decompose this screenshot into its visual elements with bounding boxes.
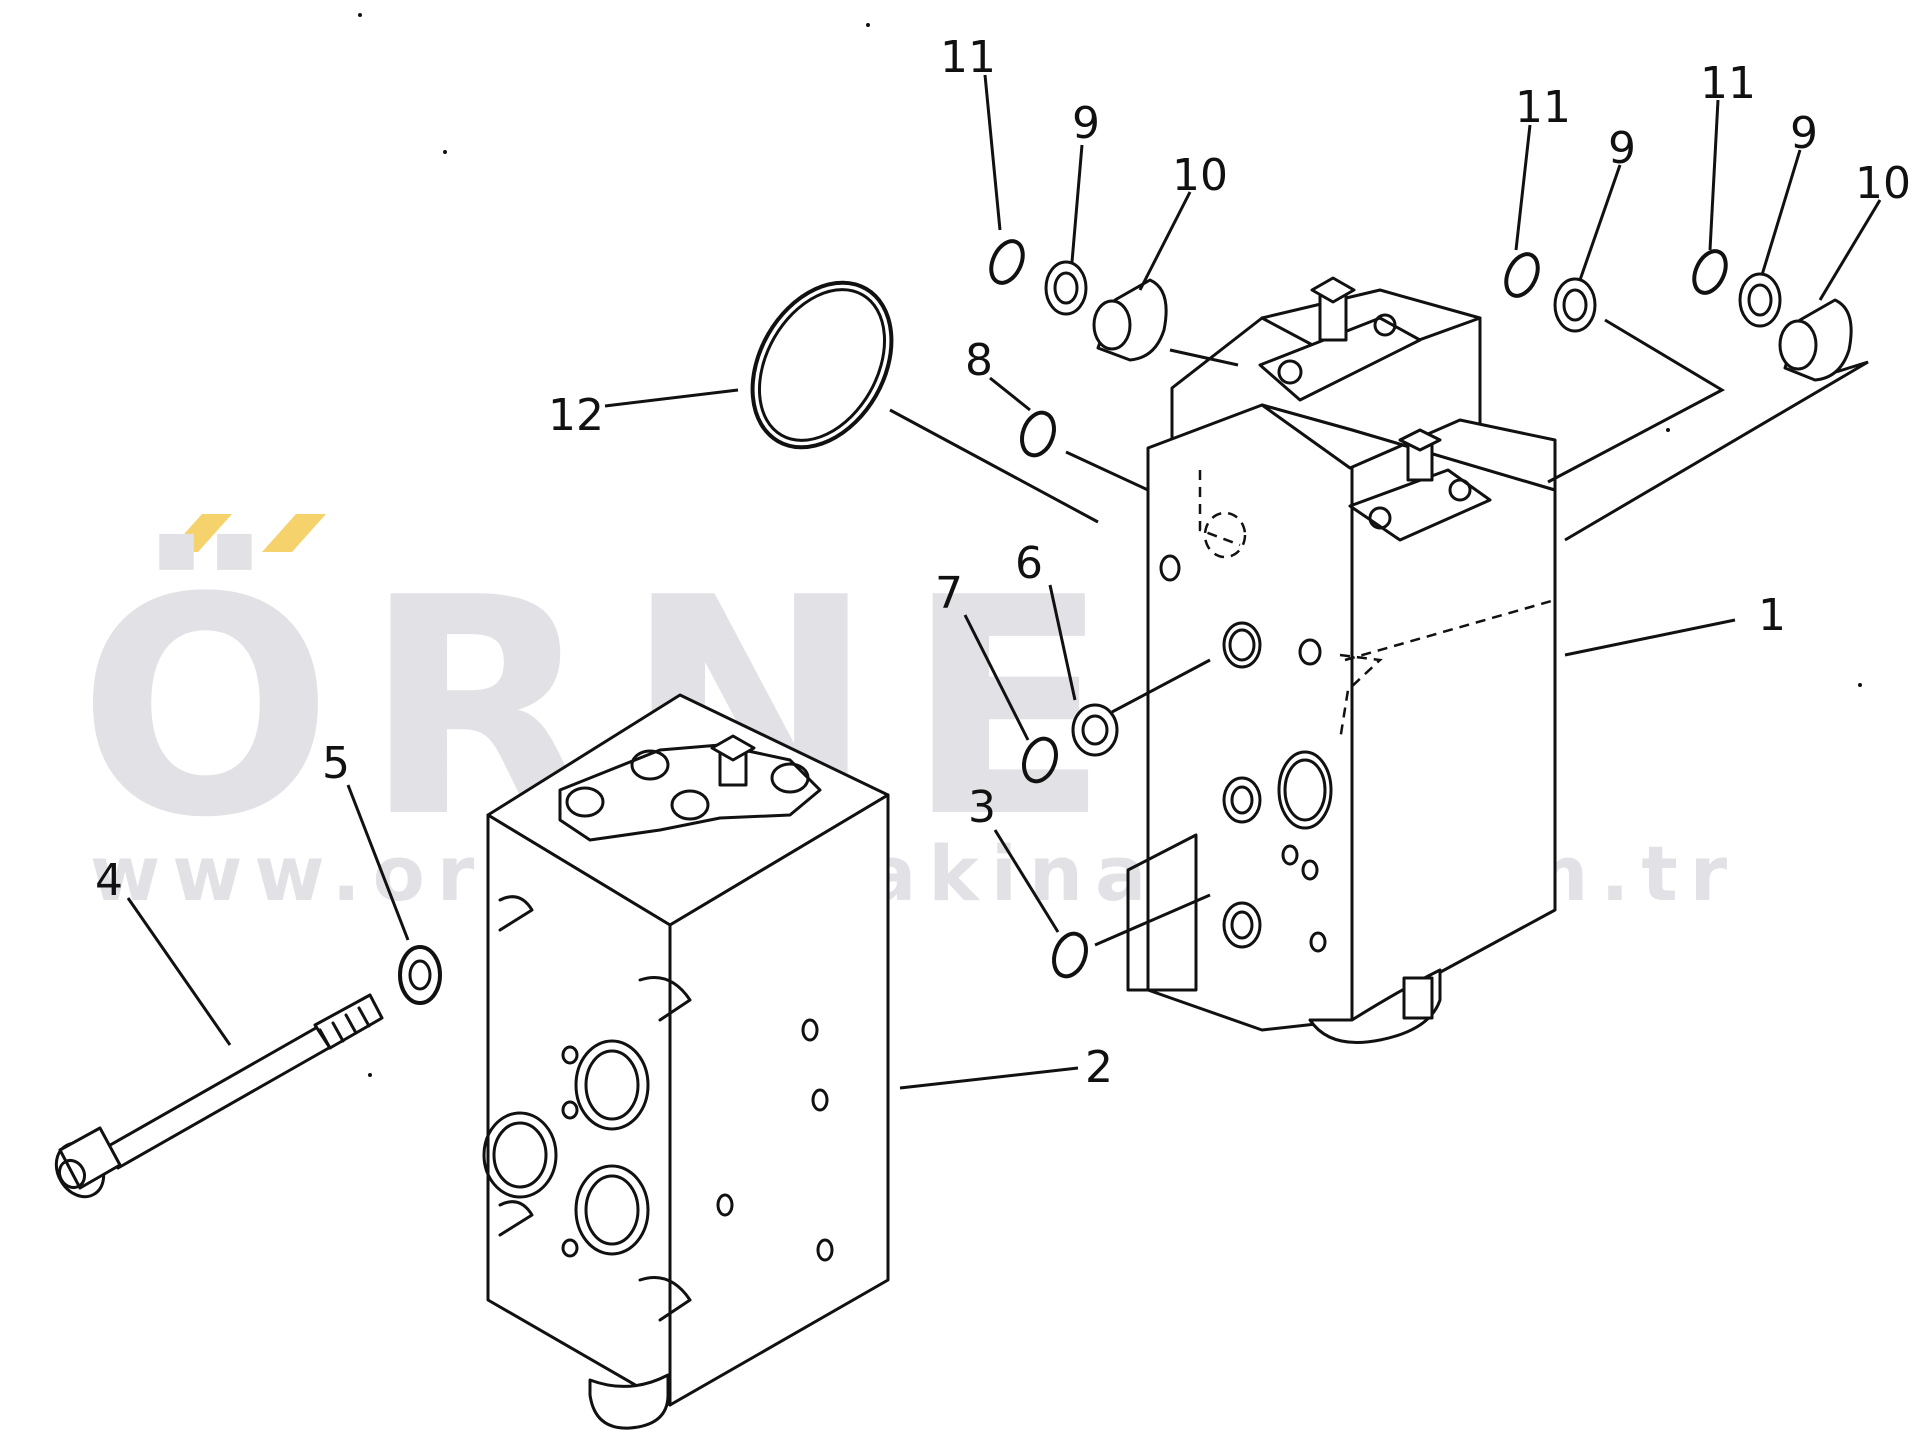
part-7-oring <box>1022 736 1058 784</box>
part-11-oring-a <box>989 239 1025 285</box>
callout-9-c: 9 <box>1790 108 1818 159</box>
callout-10-b: 10 <box>1855 158 1911 209</box>
watermark-umlaut-left <box>168 514 232 552</box>
part-1-valve-block <box>1126 276 1557 1044</box>
part-3-oring <box>1052 931 1088 979</box>
part-11-oring-c <box>1692 249 1728 295</box>
part-10-cap-b <box>1778 298 1853 382</box>
callout-11-a: 11 <box>940 32 996 83</box>
callout-labels: 11 9 10 11 9 11 9 10 8 12 6 7 1 3 5 4 2 <box>95 32 1911 1093</box>
callout-5: 5 <box>322 738 350 789</box>
callout-leaders <box>126 74 1882 1090</box>
callout-10-a: 10 <box>1172 150 1228 201</box>
part-2-valve-block <box>482 693 890 1430</box>
callout-12: 12 <box>548 390 604 441</box>
part-11-oring-b <box>1504 252 1540 298</box>
part-9-seal-c <box>1738 272 1782 328</box>
callout-9-a: 9 <box>1072 98 1100 149</box>
callout-6: 6 <box>1015 538 1043 589</box>
callout-2: 2 <box>1085 1042 1113 1093</box>
part-4-bolt <box>54 993 384 1199</box>
callout-8: 8 <box>965 335 993 386</box>
watermark-umlaut-right <box>262 514 326 552</box>
part-9-seal-b <box>1553 277 1597 333</box>
callout-11-c: 11 <box>1700 58 1756 109</box>
assembly-guide-lines <box>889 318 1869 947</box>
part-10-cap-a <box>1092 278 1168 362</box>
callout-7: 7 <box>935 568 963 619</box>
scan-specks <box>358 13 1862 1077</box>
callout-1: 1 <box>1758 590 1786 641</box>
callout-4: 4 <box>95 855 123 906</box>
part-5-washer <box>398 945 442 1005</box>
part-6-fitting <box>1071 703 1119 757</box>
part-12-large-oring <box>750 280 894 450</box>
callout-11-b: 11 <box>1515 82 1571 133</box>
part-8-oring <box>1020 410 1056 458</box>
callout-3: 3 <box>968 782 996 833</box>
part-9-seal-a <box>1044 260 1088 316</box>
callout-9-b: 9 <box>1608 123 1636 174</box>
